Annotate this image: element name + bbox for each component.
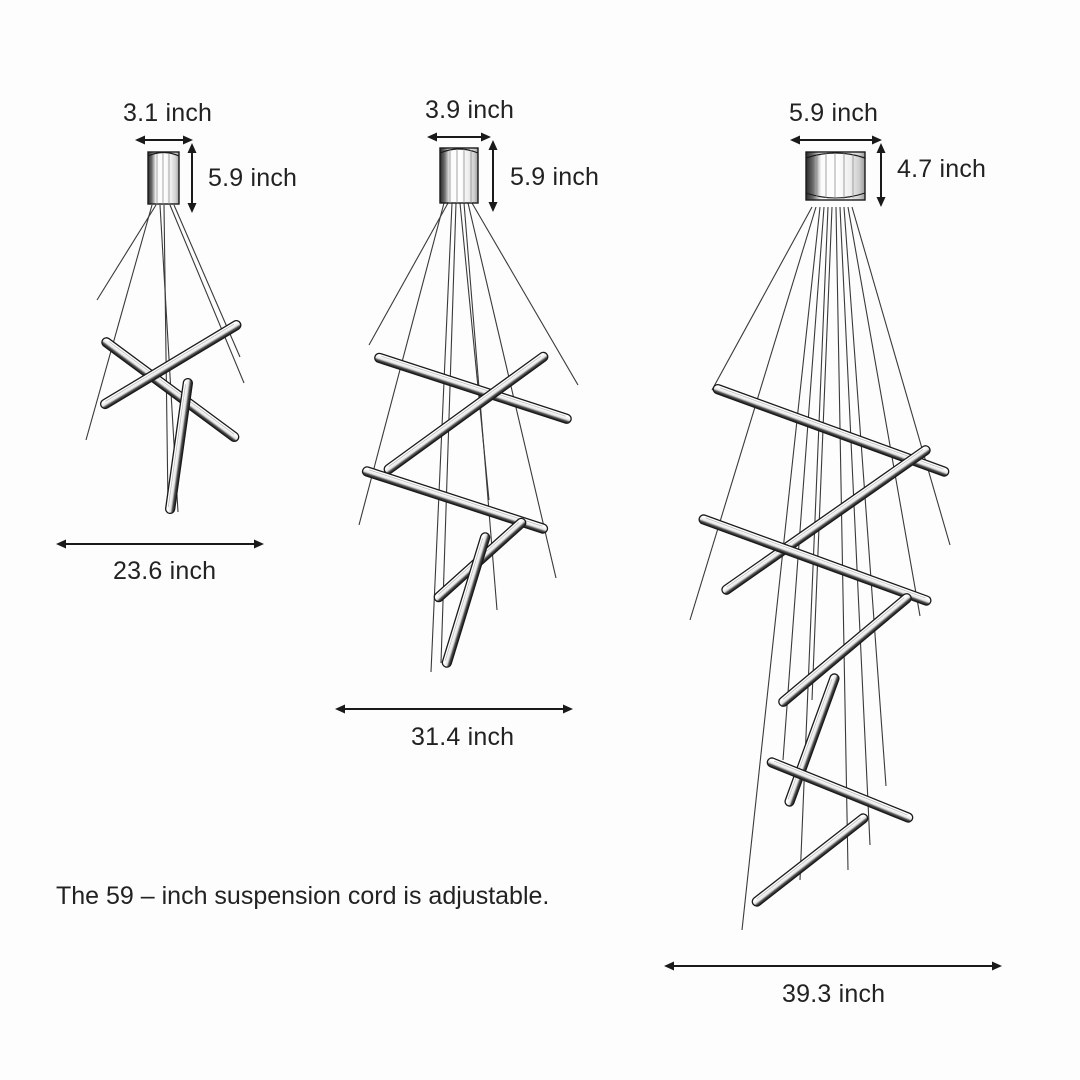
light-bar bbox=[100, 320, 242, 410]
light-bar bbox=[721, 445, 931, 595]
fixture-small bbox=[56, 135, 264, 549]
suspension-cords-medium bbox=[358, 202, 579, 673]
light-bars-small bbox=[100, 320, 242, 515]
light-bar bbox=[766, 757, 914, 823]
label-canopy-width-small: 3.1 inch bbox=[123, 99, 213, 127]
fixture-medium bbox=[335, 132, 579, 714]
label-canopy-height-large: 4.7 inch bbox=[897, 155, 987, 183]
suspension-cord-note: The 59 – inch suspension cord is adjusta… bbox=[56, 882, 550, 910]
label-width-small: 23.6 inch bbox=[113, 557, 217, 585]
suspension-cords-large bbox=[689, 206, 951, 931]
light-bar bbox=[383, 351, 549, 475]
light-bar bbox=[361, 466, 549, 534]
fixture-large bbox=[664, 135, 1002, 971]
label-canopy-width-large: 5.9 inch bbox=[789, 99, 879, 127]
light-bars-medium bbox=[361, 351, 572, 668]
light-bar bbox=[101, 337, 240, 443]
light-bar bbox=[374, 352, 572, 424]
suspension-cords-small bbox=[85, 204, 245, 513]
light-bars-large bbox=[698, 383, 950, 907]
light-bar bbox=[165, 377, 193, 515]
light-bar bbox=[441, 532, 491, 668]
label-canopy-height-medium: 5.9 inch bbox=[510, 163, 600, 191]
canopy-large bbox=[805, 151, 866, 201]
light-bar bbox=[698, 514, 932, 606]
label-width-large: 39.3 inch bbox=[782, 980, 886, 1008]
label-canopy-height-small: 5.9 inch bbox=[208, 164, 298, 192]
label-width-medium: 31.4 inch bbox=[411, 723, 515, 751]
canopy-small bbox=[147, 151, 180, 205]
light-bar bbox=[712, 383, 950, 477]
light-bar bbox=[751, 813, 869, 907]
canopy-medium bbox=[439, 147, 479, 204]
light-bar bbox=[778, 593, 912, 707]
label-canopy-width-medium: 3.9 inch bbox=[425, 96, 515, 124]
